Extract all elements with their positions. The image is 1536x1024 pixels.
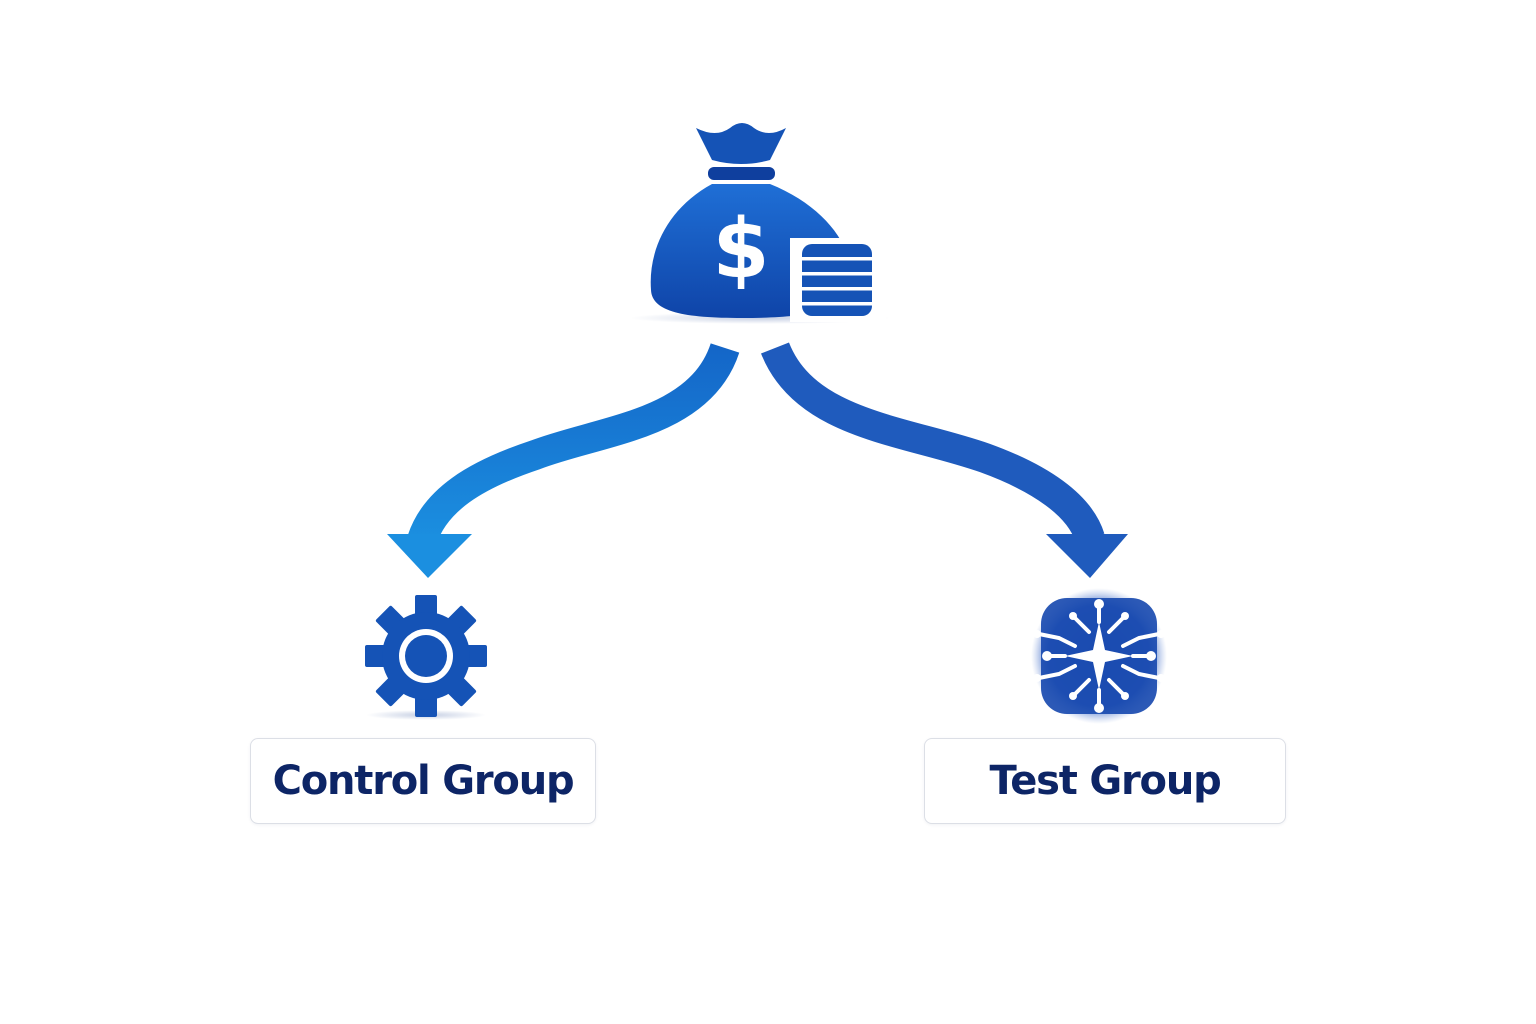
arrowhead-test bbox=[1046, 534, 1128, 578]
arrow-to-test bbox=[761, 341, 1128, 578]
bag-tie bbox=[708, 167, 775, 180]
money-bag-with-coins-icon: $ bbox=[630, 123, 890, 324]
network-burst-icon bbox=[1031, 588, 1167, 724]
test-group-box: Test Group bbox=[924, 738, 1286, 824]
test-group-label: Test Group bbox=[989, 758, 1221, 804]
gear-icon bbox=[365, 595, 487, 720]
coin-stack-icon bbox=[790, 238, 886, 322]
arrowhead-control bbox=[387, 534, 472, 578]
control-group-label: Control Group bbox=[272, 758, 575, 804]
bag-top bbox=[696, 123, 786, 164]
dollar-sign: $ bbox=[712, 202, 769, 297]
control-group-box: Control Group bbox=[250, 738, 596, 824]
arrow-to-control bbox=[387, 342, 740, 578]
